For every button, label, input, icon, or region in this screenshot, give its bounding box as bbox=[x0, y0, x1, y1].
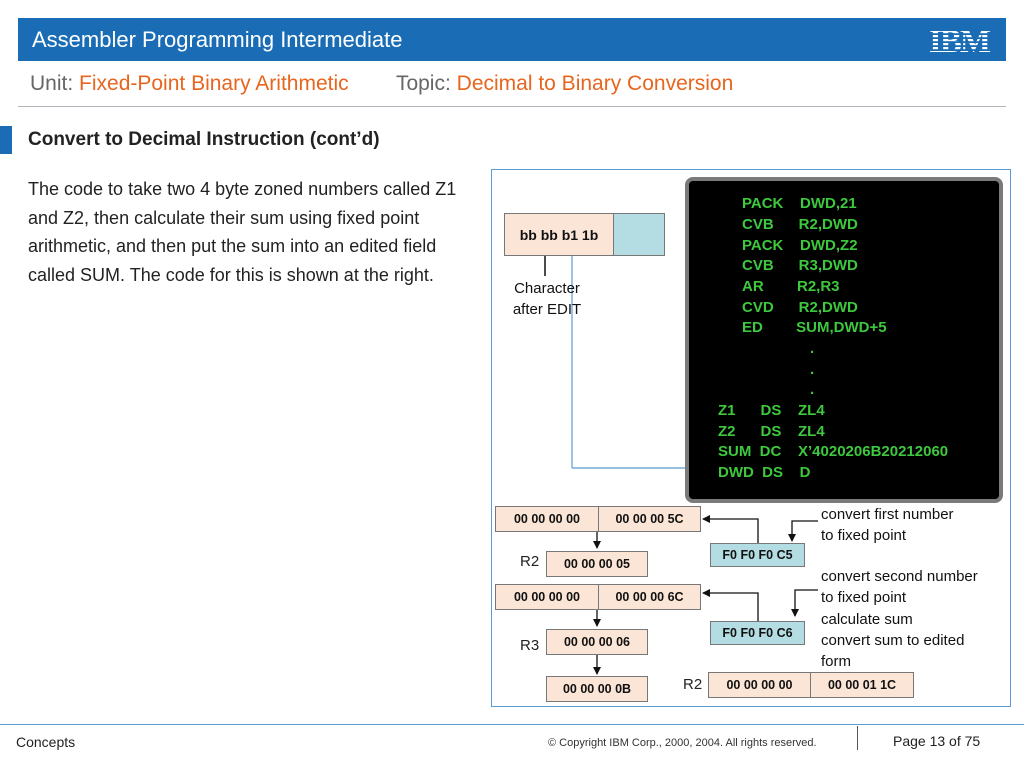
title-accent-bar bbox=[0, 126, 12, 154]
footer-section-label: Concepts bbox=[16, 734, 76, 750]
edit-result-box: bb bb b1 1b bbox=[504, 213, 614, 256]
note-convert-sum-2: form bbox=[821, 653, 851, 670]
svg-text:IBM: IBM bbox=[929, 24, 991, 56]
code-line: . bbox=[810, 340, 815, 357]
note-convert-second-1: convert second number bbox=[821, 568, 978, 585]
header-divider bbox=[18, 106, 1006, 107]
code-line: ED SUM,DWD+5 bbox=[742, 319, 887, 336]
dwd-high-word-3: 00 00 00 00 bbox=[708, 672, 811, 698]
code-line: PACK DWD,Z2 bbox=[742, 237, 858, 254]
dwd-low-word-3: 00 00 01 1C bbox=[810, 672, 914, 698]
unit-label: Unit: bbox=[30, 72, 74, 95]
code-line: Z1 DS ZL4 bbox=[718, 402, 825, 419]
note-convert-second-2: to fixed point bbox=[821, 589, 907, 606]
course-title: Assembler Programming Intermediate bbox=[32, 27, 403, 52]
dwd-low-word-1: 00 00 00 5C bbox=[598, 506, 701, 532]
topic-label: Topic: bbox=[395, 72, 451, 95]
unit-value: Fixed-Point Binary Arithmetic bbox=[79, 72, 349, 95]
note-convert-first-1: convert first number bbox=[821, 506, 954, 523]
zoned-number-z1: F0 F0 F0 C5 bbox=[710, 543, 805, 567]
register-r3-value: 00 00 00 06 bbox=[546, 629, 648, 655]
sum-register-value: 00 00 00 0B bbox=[546, 676, 648, 702]
footer-copyright: © Copyright IBM Corp., 2000, 2004. All r… bbox=[548, 737, 817, 749]
slide-title: Convert to Decimal Instruction (cont’d) bbox=[28, 129, 380, 150]
code-listing: PACK DWD,21 CVB R2,DWD PACK DWD,Z2 CVB R… bbox=[685, 177, 1003, 503]
character-after-edit-note: Character after EDIT bbox=[512, 280, 582, 318]
register-label-r3: R3 bbox=[520, 637, 540, 654]
topic-value: Decimal to Binary Conversion bbox=[456, 72, 734, 95]
register-label-r2: R2 bbox=[520, 553, 540, 570]
zoned-number-z2: F0 F0 F0 C6 bbox=[710, 621, 805, 645]
code-line: CVD R2,DWD bbox=[742, 299, 858, 316]
diagram-panel bbox=[491, 169, 1011, 707]
code-line: CVB R3,DWD bbox=[742, 257, 858, 274]
dwd-low-word-2: 00 00 00 6C bbox=[598, 584, 701, 610]
edit-result-extra-box bbox=[613, 213, 665, 256]
unit-topic-line: Unit: Fixed-Point Binary Arithmetic Topi… bbox=[30, 72, 733, 96]
note-calculate-sum: calculate sum bbox=[821, 611, 913, 628]
code-line: SUM DC X’4020206B20212060 bbox=[718, 443, 949, 460]
code-line: Z2 DS ZL4 bbox=[718, 423, 825, 440]
title-bar: Assembler Programming Intermediate IBM bbox=[18, 18, 1006, 61]
register-label-r2-result: R2 bbox=[683, 676, 703, 693]
code-line: CVB R2,DWD bbox=[742, 216, 858, 233]
body-paragraph: The code to take two 4 byte zoned number… bbox=[28, 179, 457, 285]
code-line: . bbox=[810, 381, 815, 398]
code-line: AR R2,R3 bbox=[742, 278, 840, 295]
code-line: . bbox=[810, 361, 815, 378]
dwd-high-word-1: 00 00 00 00 bbox=[495, 506, 599, 532]
note-convert-first-2: to fixed point bbox=[821, 527, 907, 544]
page-number: Page 13 of 75 bbox=[893, 733, 981, 749]
code-line: DWD DS D bbox=[718, 464, 811, 481]
footer-divider bbox=[0, 724, 1024, 725]
dwd-high-word-2: 00 00 00 00 bbox=[495, 584, 599, 610]
ibm-logo-icon: IBM bbox=[929, 24, 991, 56]
footer-separator bbox=[857, 726, 858, 750]
code-line: PACK DWD,21 bbox=[742, 195, 857, 212]
note-convert-sum-1: convert sum to edited bbox=[821, 632, 965, 649]
register-r2-value: 00 00 00 05 bbox=[546, 551, 648, 577]
